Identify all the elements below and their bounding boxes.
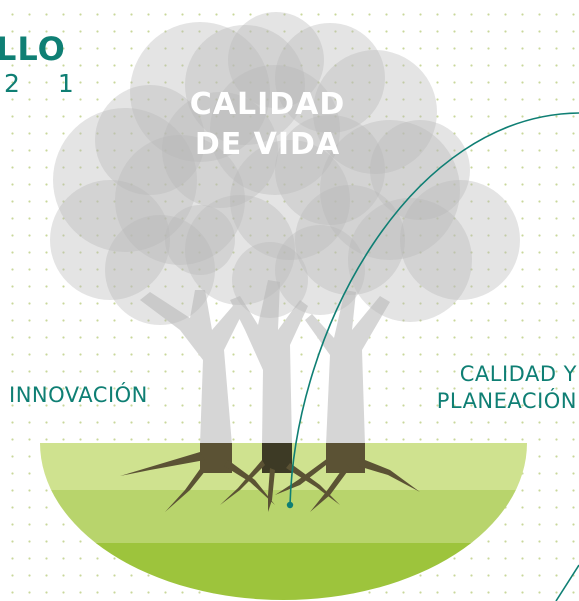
teal-arc-line <box>289 112 579 506</box>
trunk-bases <box>200 443 365 473</box>
tree-title: CALIDAD DE VIDA <box>180 85 355 165</box>
tree-title-line2: DE VIDA <box>194 127 341 162</box>
teal-arc-line-secondary <box>555 564 579 601</box>
label-calidad-line1: CALIDAD Y <box>459 362 577 386</box>
foliage-circles <box>50 12 520 325</box>
tree-trunks <box>140 280 390 445</box>
heading-fragment: LLO <box>0 30 66 68</box>
tree-title-line1: CALIDAD <box>189 87 346 122</box>
label-innovacion: INNOVACIÓN <box>9 383 148 407</box>
label-calidad-line2: PLANEACIÓN <box>436 389 577 413</box>
year-fragment: 2 1 <box>4 69 89 98</box>
arc-end-dot <box>286 501 294 509</box>
tree-roots <box>120 452 420 512</box>
label-calidad-planeacion: CALIDAD Y PLANEACIÓN <box>392 361 577 415</box>
